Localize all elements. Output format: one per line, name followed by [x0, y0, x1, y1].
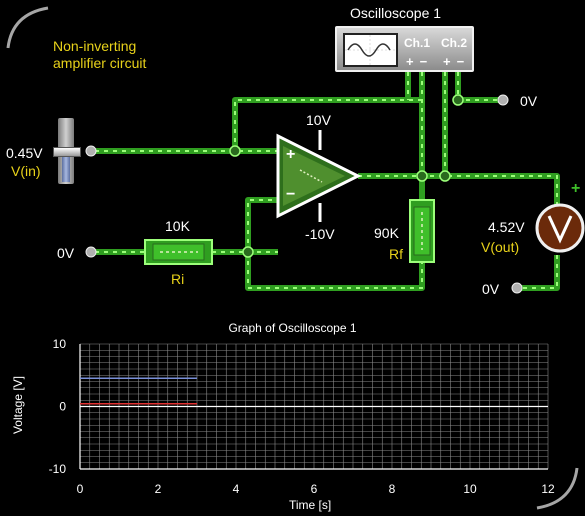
ground-left-label: 0V	[57, 245, 75, 261]
opamp[interactable]	[276, 130, 362, 222]
graph-x-tick-label: 10	[463, 482, 477, 496]
graph-y-tick-label: 0	[59, 400, 66, 414]
graph-x-tick-label: 0	[77, 482, 84, 496]
opamp-minus-sign: −	[286, 186, 296, 203]
input-voltage-value: 0.45V	[6, 145, 43, 161]
output-voltage-label: V(out)	[481, 239, 520, 255]
ri-name-label: Ri	[171, 271, 185, 287]
meter-plus-sign: +	[571, 180, 581, 197]
circuit-description-line1: Non-inverting	[53, 38, 137, 54]
ri-value-label: 10K	[165, 218, 190, 234]
graph-y-axis-label: Voltage [V]	[11, 375, 25, 435]
ground-output-label: 0V	[482, 281, 500, 297]
voltmeter[interactable]	[535, 203, 585, 253]
oscilloscope-title: Oscilloscope 1	[350, 5, 442, 21]
graph-x-axis-label: Time [s]	[289, 498, 332, 512]
graph-title: Graph of Oscilloscope 1	[228, 321, 357, 335]
oscilloscope-ch1-label: Ch.1	[404, 36, 431, 50]
input-voltage-slider-fill	[62, 152, 70, 182]
graph-x-tick-label: 12	[541, 482, 555, 496]
graph-y-tick-label: 10	[53, 337, 67, 351]
oscilloscope-ch1-terminals: +−	[406, 54, 434, 69]
opamp-plus-sign: +	[286, 146, 296, 163]
circuit-description-line2: amplifier circuit	[53, 55, 147, 71]
oscilloscope-screen-icon	[343, 33, 398, 67]
oscilloscope-ch2-terminals: +−	[443, 54, 471, 69]
oscilloscope-device[interactable]: Ch.1 Ch.2 +− +−	[335, 26, 474, 72]
supply-positive-label: 10V	[306, 112, 331, 128]
graph-y-tick-label: -10	[49, 462, 67, 476]
oscilloscope-ch2-label: Ch.2	[441, 36, 468, 50]
output-voltage-value: 4.52V	[488, 219, 525, 235]
rf-value-label: 90K	[374, 225, 399, 241]
graph-x-tick-label: 8	[389, 482, 396, 496]
rf-name-label: Rf	[389, 246, 403, 262]
input-voltage-slider-handle[interactable]	[53, 147, 81, 157]
graph-x-tick-label: 6	[311, 482, 318, 496]
supply-negative-label: -10V	[305, 226, 335, 242]
resistor-rf[interactable]	[409, 199, 435, 263]
ground-scope-label: 0V	[520, 93, 538, 109]
resistor-ri[interactable]	[144, 239, 213, 265]
input-voltage-label: V(in)	[11, 163, 41, 179]
graph-x-tick-label: 4	[233, 482, 240, 496]
graph-x-tick-label: 2	[155, 482, 162, 496]
